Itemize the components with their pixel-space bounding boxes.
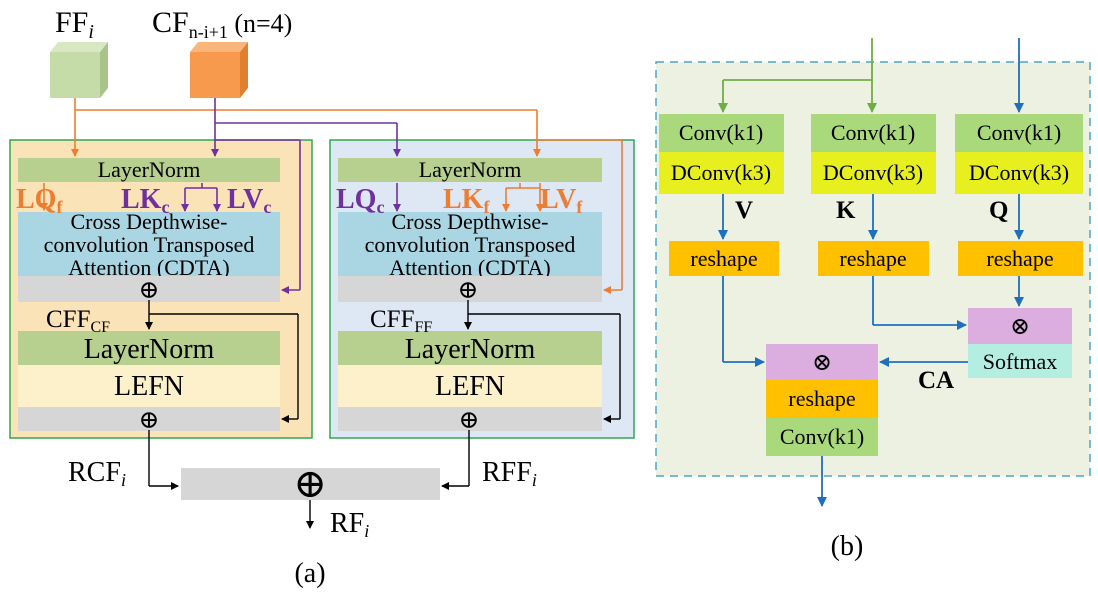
- ff-add-bar-2: [338, 407, 602, 431]
- softmax-label: Softmax: [983, 349, 1058, 374]
- ff-layernorm-block: [338, 158, 602, 182]
- final-add-symbol: ⊕: [293, 461, 327, 506]
- ff-add-bar-1: [338, 276, 602, 302]
- cf-add-bar-2: [18, 407, 280, 431]
- ff-lefn-label: LEFN: [435, 371, 505, 402]
- q-dconv-label: DConv(k3): [969, 160, 1069, 185]
- ff-layernorm2-label: LayerNorm: [405, 334, 536, 365]
- v-reshape-block: [669, 241, 779, 276]
- out-conv-block: [766, 418, 878, 456]
- q-conv-label: Conv(k1): [977, 120, 1061, 145]
- v-reshape-label: reshape: [690, 246, 757, 271]
- caption-a: (a): [294, 558, 325, 589]
- out-reshape-label: reshape: [788, 386, 855, 411]
- q-label: Q: [989, 197, 1008, 224]
- q-dconv-block: [955, 152, 1083, 194]
- cf-lefn-label: LEFN: [114, 371, 184, 402]
- cf-layernorm-block: [18, 158, 280, 182]
- v-dconv-label: DConv(k3): [671, 160, 771, 185]
- q-conv-block: [955, 114, 1083, 152]
- ff-cdta-line3: Attention (CDTA): [389, 255, 550, 280]
- k-label: K: [836, 197, 856, 224]
- out-conv-label: Conv(k1): [780, 424, 864, 449]
- ff-lq-label: LQc: [336, 184, 384, 217]
- cf-add-bar-1: [18, 276, 280, 302]
- v-conv-block: [659, 114, 784, 152]
- k-reshape-label: reshape: [839, 246, 906, 271]
- ff-cff-label: CFFFF: [370, 306, 432, 336]
- final-add-bar: [181, 468, 440, 500]
- ff-add-symbol-1: ⊕: [458, 277, 479, 304]
- cdta-internal-connectors: [718, 194, 1024, 507]
- ff-input-label: FFi: [55, 6, 94, 43]
- out-reshape-block: [766, 380, 878, 418]
- ff-add-symbol-2: ⊕: [459, 407, 480, 434]
- v-label: V: [735, 197, 753, 224]
- rff-label: RFFi: [482, 457, 537, 490]
- q-reshape-block: [958, 241, 1083, 276]
- qk-matmul-block: [968, 308, 1072, 344]
- cf-input-connector: [181, 98, 401, 294]
- k-conv-block: [811, 114, 936, 152]
- av-matmul-block: [766, 344, 878, 380]
- ff-cdta-block: [338, 212, 602, 276]
- rf-output-label: RFi: [330, 508, 369, 541]
- residual-connectors: [145, 300, 621, 529]
- ff-layernorm-label: LayerNorm: [419, 157, 522, 182]
- cf-cdta-line2: convolution Transposed: [44, 232, 255, 257]
- softmax-block: [968, 344, 1072, 378]
- cf-lv-label: LVc: [227, 184, 271, 217]
- cf-layernorm2-label: LayerNorm: [84, 334, 215, 365]
- ff-cube: [50, 42, 108, 98]
- cf-add-symbol-2: ⊕: [139, 407, 160, 434]
- av-matmul-symbol: ⊗: [812, 350, 832, 376]
- v-dconv-block: [659, 152, 784, 194]
- rcf-label: RCFi: [68, 457, 126, 490]
- caption-b: (b): [831, 531, 864, 562]
- cf-lk-label: LKc: [121, 184, 169, 217]
- qk-matmul-symbol: ⊗: [1010, 314, 1030, 340]
- cf-cdta-line1: Cross Depthwise-: [70, 209, 227, 234]
- cf-cdta-block: [18, 212, 280, 276]
- k-conv-label: Conv(k1): [831, 120, 915, 145]
- cf-lefn-block: [18, 365, 280, 407]
- cf-layernorm2-block: [18, 331, 280, 365]
- green-input-connector: [718, 38, 877, 113]
- k-dconv-label: DConv(k3): [823, 160, 923, 185]
- cf-cdta-line3: Attention (CDTA): [68, 255, 229, 280]
- cf-cff-label: CFFCF: [46, 306, 110, 336]
- cf-cube: [190, 42, 248, 98]
- cf-add-symbol-1: ⊕: [139, 277, 160, 304]
- ff-input-connector: [40, 98, 623, 294]
- ff-lv-label: LVf: [540, 184, 583, 217]
- q-reshape-label: reshape: [986, 246, 1053, 271]
- cf-input-label: CFn-i+1 (n=4): [152, 6, 292, 42]
- cf-lq-label: LQf: [16, 184, 63, 217]
- k-dconv-block: [811, 152, 936, 194]
- v-conv-label: Conv(k1): [679, 120, 763, 145]
- ff-layernorm2-block: [338, 331, 602, 365]
- ff-cdta-line2: convolution Transposed: [365, 232, 576, 257]
- cf-layernorm-label: LayerNorm: [98, 157, 201, 182]
- ff-lk-label: LKf: [443, 184, 490, 217]
- ff-cdta-line1: Cross Depthwise-: [391, 209, 548, 234]
- k-reshape-block: [818, 241, 929, 276]
- ca-label: CA: [918, 367, 954, 394]
- ff-lefn-block: [338, 365, 602, 407]
